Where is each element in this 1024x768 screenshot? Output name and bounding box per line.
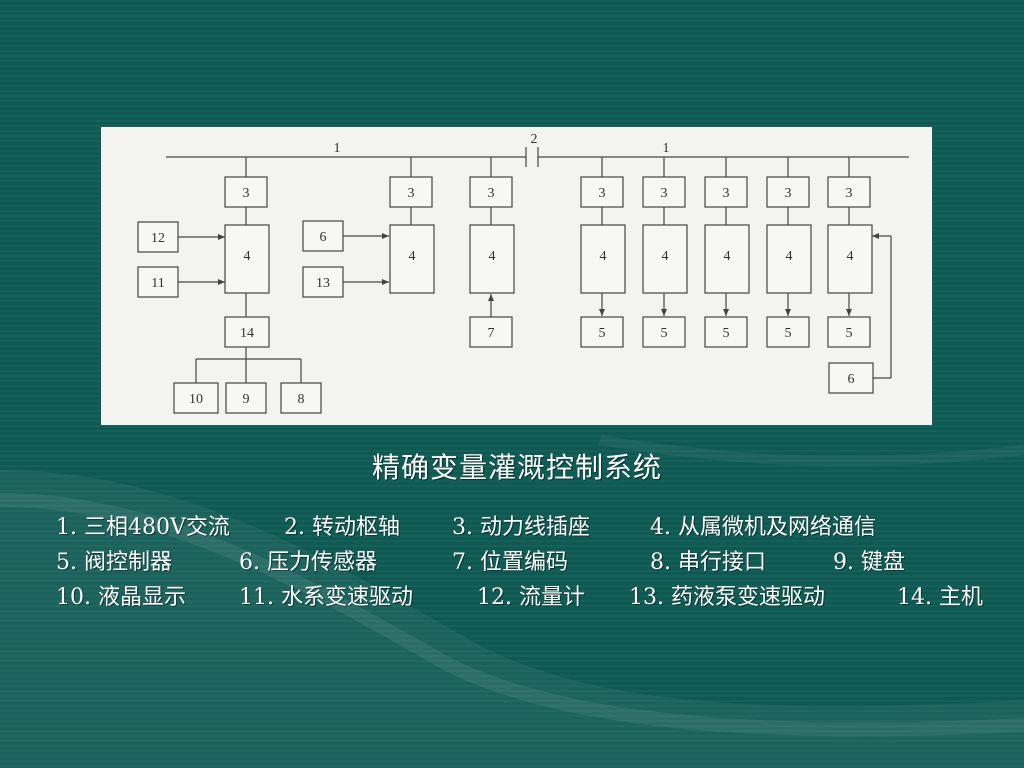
box-lcd: 10: [189, 392, 203, 407]
box-socket-6: 3: [723, 186, 730, 201]
box-valve-2: 5: [661, 326, 668, 341]
legend-item: 9. 键盘: [833, 550, 905, 575]
box-micro-6: 4: [724, 249, 731, 264]
box-socket-1: 3: [243, 186, 250, 201]
box-micro-7: 4: [786, 249, 793, 264]
bus-label-right: 1: [663, 141, 670, 156]
box-water-pump: 11: [151, 276, 164, 291]
box-micro-1: 4: [244, 249, 251, 264]
legend: 1. 三相480V交流 2. 转动枢轴 3. 动力线插座 4. 从属微机及网络通信 5…: [56, 510, 1016, 615]
legend-item: 14. 主机: [897, 585, 983, 610]
box-socket-7: 3: [785, 186, 792, 201]
legend-item: 11. 水系变速驱动: [239, 585, 413, 610]
box-valve-1: 5: [599, 326, 606, 341]
box-socket-4: 3: [599, 186, 606, 201]
legend-item: 4. 从属微机及网络通信: [650, 515, 876, 540]
bus-label-left: 1: [334, 141, 341, 156]
box-valve-5: 5: [846, 326, 853, 341]
box-serial: 8: [298, 392, 305, 407]
legend-item: 6. 压力传感器: [239, 550, 377, 575]
box-valve-4: 5: [785, 326, 792, 341]
box-chem-pump: 13: [316, 276, 330, 291]
legend-line-2: 5. 阀控制器 6. 压力传感器 7. 位置编码 8. 串行接口 9. 键盘: [56, 545, 1016, 580]
box-socket-3: 3: [488, 186, 495, 201]
legend-item: 7. 位置编码: [452, 550, 568, 575]
box-keyboard: 9: [243, 392, 250, 407]
legend-line-1: 1. 三相480V交流 2. 转动枢轴 3. 动力线插座 4. 从属微机及网络通信: [56, 510, 1016, 545]
diagram-caption: 精确变量灌溉控制系统: [371, 451, 662, 484]
box-micro-5: 4: [662, 249, 669, 264]
box-socket-5: 3: [661, 186, 668, 201]
bus-label-pivot: 2: [531, 132, 538, 147]
legend-item: 2. 转动枢轴: [284, 515, 400, 540]
legend-item: 1. 三相480V交流: [56, 515, 230, 540]
legend-item: 10. 液晶显示: [56, 585, 186, 610]
box-micro-3: 4: [489, 249, 496, 264]
box-host: 14: [240, 326, 254, 341]
box-pressure-right: 6: [848, 372, 855, 387]
box-position: 7: [488, 326, 495, 341]
legend-item: 12. 流量计: [477, 585, 585, 610]
box-pressure-left: 6: [320, 230, 327, 245]
box-socket-8: 3: [846, 186, 853, 201]
legend-item: 13. 药液泵变速驱动: [629, 585, 825, 610]
box-valve-3: 5: [723, 326, 730, 341]
legend-item: 5. 阀控制器: [56, 550, 172, 575]
legend-item: 3. 动力线插座: [452, 515, 590, 540]
legend-line-3: 10. 液晶显示 11. 水系变速驱动 12. 流量计 13. 药液泵变速驱动 14. …: [56, 580, 1016, 615]
system-diagram: 1 2 1 3 3 3 3 3 3 3 3 4 4 4 4 4 4 4 4 12…: [101, 127, 932, 425]
box-micro-2: 4: [409, 249, 416, 264]
box-flowmeter: 12: [151, 231, 165, 246]
box-socket-2: 3: [408, 186, 415, 201]
legend-item: 8. 串行接口: [650, 550, 766, 575]
box-micro-8: 4: [847, 249, 854, 264]
box-micro-4: 4: [600, 249, 607, 264]
